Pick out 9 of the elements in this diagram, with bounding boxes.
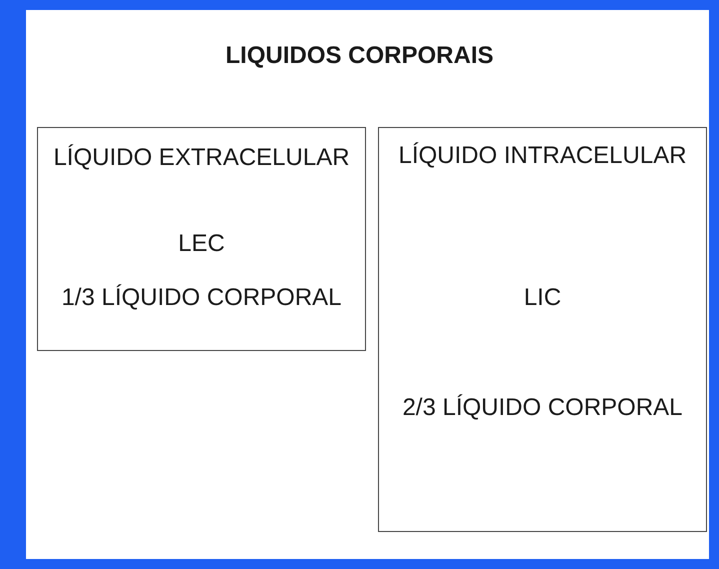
process-box bbox=[37, 127, 366, 351]
box-text: LÍQUIDO EXTRACELULAR bbox=[52, 143, 351, 173]
process-box bbox=[378, 127, 707, 532]
title: LIQUIDOS CORPORAIS bbox=[224, 42, 495, 70]
box-text: LÍQUIDO INTRACELULAR bbox=[397, 141, 688, 171]
box-text: 1/3 LÍQUIDO CORPORAL bbox=[60, 283, 343, 313]
box-text: LIC bbox=[522, 283, 562, 313]
box-text: 2/3 LÍQUIDO CORPORAL bbox=[401, 393, 684, 423]
box-text: LEC bbox=[177, 229, 226, 259]
